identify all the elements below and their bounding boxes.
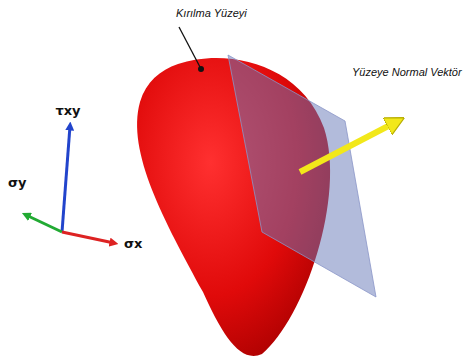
tangent-plane (228, 55, 376, 297)
axis-label: σy (8, 176, 27, 190)
sigma-y-axis (26, 215, 62, 232)
surface-label: Kırılma Yüzeyi (176, 7, 247, 19)
vector-label: Yüzeye Normal Vektör (352, 66, 462, 78)
axis-label: τxy (55, 104, 80, 118)
sigma-x-axis (62, 232, 114, 243)
leader-dot (198, 66, 204, 72)
axis-label: σx (124, 237, 143, 251)
tau-axis (62, 126, 70, 232)
normal-vector-arrow (300, 122, 396, 172)
leader-line (179, 27, 200, 67)
